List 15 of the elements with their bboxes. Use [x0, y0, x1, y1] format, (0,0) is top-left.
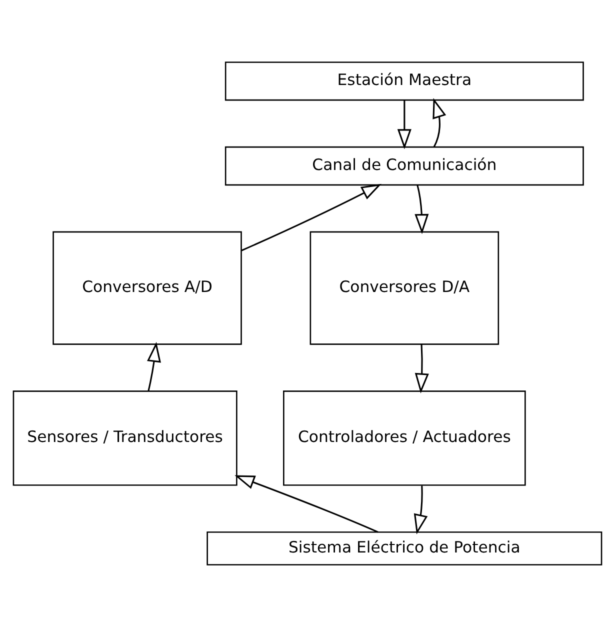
arrow [414, 344, 429, 393]
node-box: Sistema Eléctrico de Potencia [206, 531, 602, 565]
node-box: Conversores A/D [52, 230, 242, 344]
node-box: Controladores / Actuadores [283, 390, 526, 486]
arrow [432, 98, 446, 147]
arrow [414, 184, 429, 234]
arrow [241, 183, 382, 251]
arrow [414, 485, 428, 534]
arrow [147, 341, 161, 391]
arrow [397, 100, 412, 149]
node-box: Conversores D/A [310, 230, 500, 344]
node-box: Sensores / Transductores [12, 390, 238, 486]
arrow [234, 474, 378, 532]
node-box: Canal de Comunicación [224, 146, 584, 186]
node-box: Estación Maestra [224, 61, 584, 100]
